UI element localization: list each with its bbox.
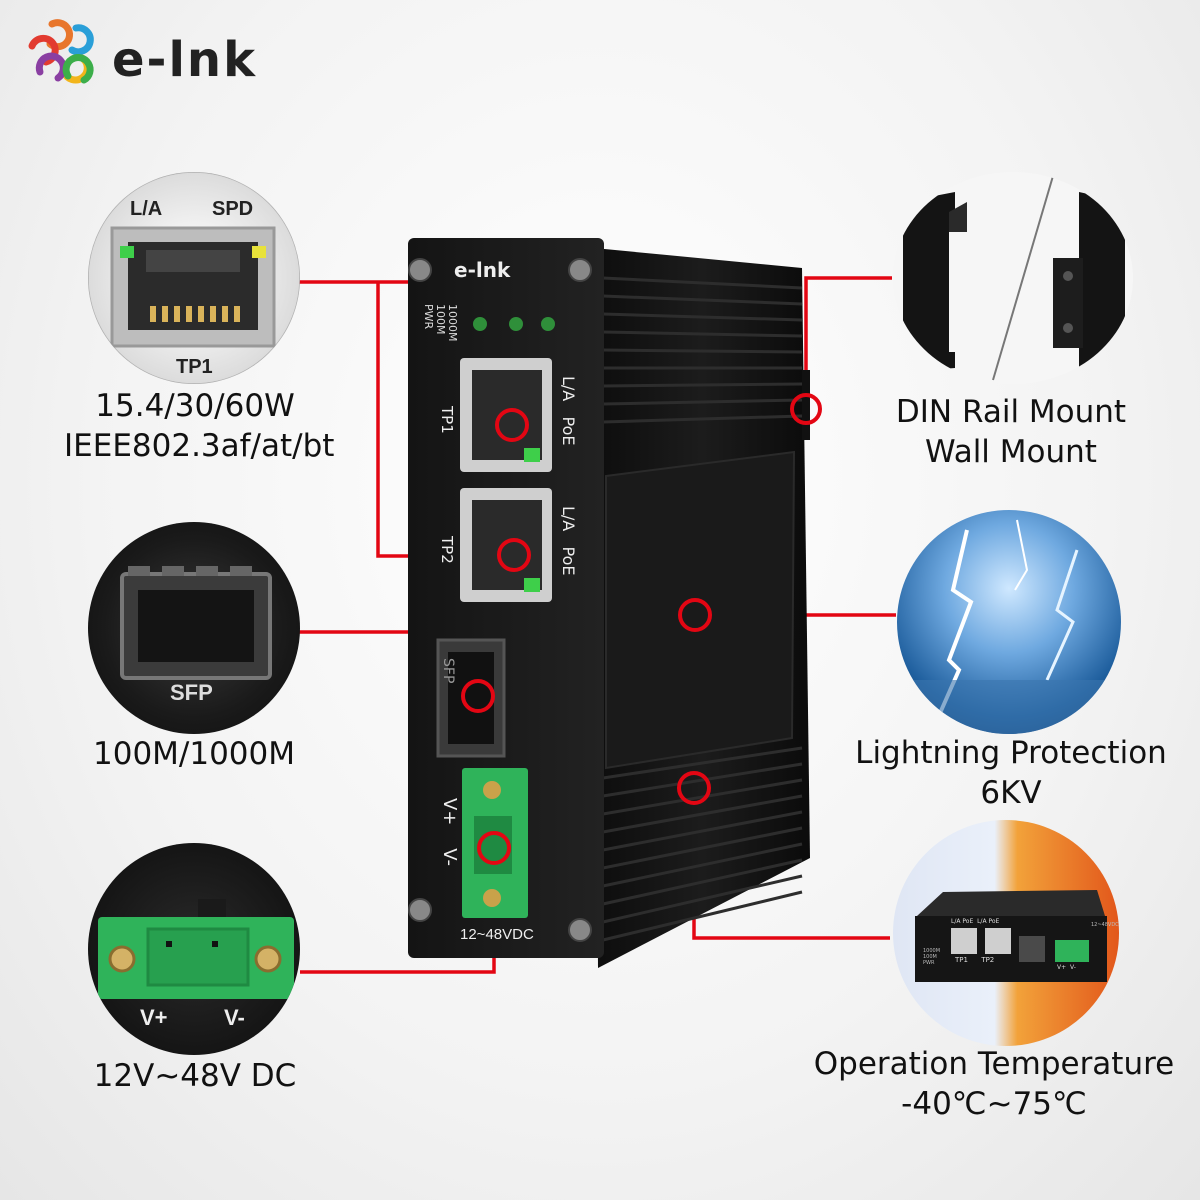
power-pin-labels: V+ V- xyxy=(439,798,460,867)
poe-standard-text: IEEE802.3af/at/bt xyxy=(64,428,335,464)
lightning-rating-text: 6KV xyxy=(980,775,1042,811)
tp2-led-labels: L/A PoE xyxy=(559,506,578,576)
hot-cold-device-icon xyxy=(915,890,1107,982)
power-pin-minus-label: V- xyxy=(224,1005,245,1030)
sfp-slot-label: SFP xyxy=(440,658,456,684)
device-logo: e-lnk xyxy=(454,258,511,282)
rj45-port-icon xyxy=(110,226,276,348)
feature-power-caption: 12V~48V DC xyxy=(93,1058,297,1094)
feature-mount-image xyxy=(893,172,1133,384)
tp2-label: TP2 xyxy=(438,536,456,564)
din-rail-bracket-icon xyxy=(903,175,1125,381)
operation-temperature-text: Operation Temperature xyxy=(813,1046,1175,1082)
poe-power-text: 15.4/30/60W xyxy=(95,388,295,424)
rj45-led-label-spd: SPD xyxy=(212,198,254,220)
mini-rating-label: 12~48VDC xyxy=(1091,922,1119,928)
mini-port-labels: TP1 TP2 xyxy=(955,956,995,964)
feature-poe-caption: 15.4/30/60W IEEE802.3af/at/bt xyxy=(64,386,335,466)
lightning-storm-icon xyxy=(897,519,1121,734)
hotspot-lightning xyxy=(678,598,712,632)
elink-flower-icon xyxy=(28,19,94,84)
rj45-led-label-la: L/A xyxy=(130,198,163,220)
power-pin-plus-label: V+ xyxy=(140,1005,168,1030)
feature-power-image: V+ V- xyxy=(88,843,300,1055)
mini-led-labels: L/A PoE L/A PoE xyxy=(951,918,1000,925)
hotspot-sfp xyxy=(461,679,495,713)
terminal-block-icon xyxy=(98,899,294,999)
hotspot-din xyxy=(790,393,822,425)
sfp-port-label: SFP xyxy=(170,680,213,705)
power-rating-label: 12~48VDC xyxy=(460,926,534,943)
brand-logo: e-lnk xyxy=(14,14,274,94)
hotspot-temperature xyxy=(677,771,711,805)
feature-temperature-caption: Operation Temperature -40℃~75℃ xyxy=(800,1044,1188,1124)
lightning-protection-text: Lightning Protection xyxy=(855,735,1167,771)
feature-lightning-caption: Lightning Protection 6KV xyxy=(830,733,1192,813)
hotspot-power xyxy=(477,831,511,865)
mini-pin-labels: V+ V- xyxy=(1057,964,1076,971)
device-status-led-labels: 1000M 100M PWR xyxy=(422,304,459,342)
tp1-led-labels: L/A PoE xyxy=(559,376,578,446)
hotspot-tp2 xyxy=(497,538,531,572)
hotspot-tp1 xyxy=(495,408,529,442)
tp1-label: TP1 xyxy=(438,406,456,434)
callout-line-din xyxy=(804,276,892,402)
temperature-range-text: -40℃~75℃ xyxy=(901,1086,1087,1122)
sfp-cage-icon xyxy=(120,566,272,680)
wall-mount-text: Wall Mount xyxy=(925,434,1097,470)
feature-lightning-image xyxy=(897,510,1121,734)
feature-mount-caption: DIN Rail Mount Wall Mount xyxy=(876,392,1146,472)
rj45-port-label: TP1 xyxy=(176,356,213,378)
brand-name: e-lnk xyxy=(112,32,258,88)
feature-sfp-image: SFP xyxy=(88,522,300,734)
poe-switch-device: e-lnk 1000M 100M PWR L/A PoE TP1 L/A PoE… xyxy=(398,238,816,968)
din-rail-text: DIN Rail Mount xyxy=(895,394,1127,430)
feature-sfp-caption: 100M/1000M xyxy=(93,736,295,772)
feature-poe-image: L/A SPD TP1 xyxy=(88,172,300,384)
